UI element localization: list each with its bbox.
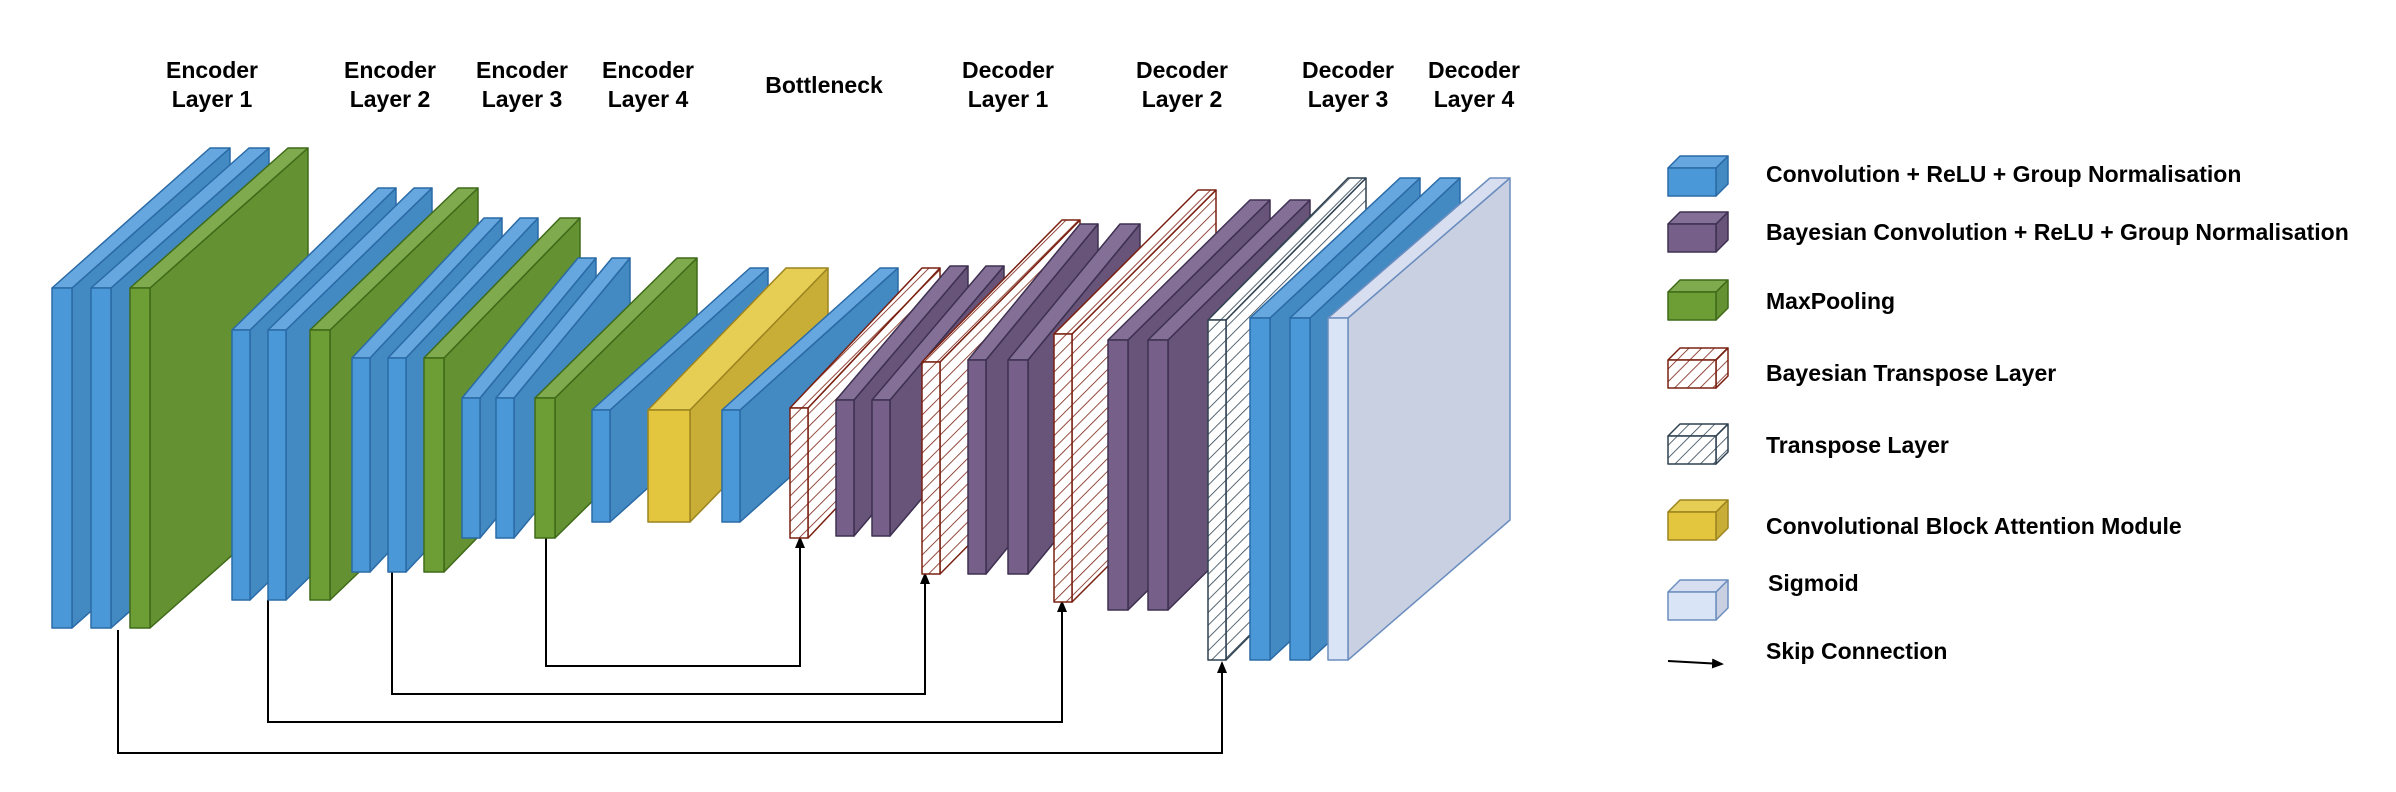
legend-icon-sigmoid — [1667, 579, 1729, 621]
bottleneck-conv-2-front-face — [721, 409, 741, 523]
legend-label-cbam: Convolutional Block Attention Module — [1766, 513, 2182, 539]
stage-label-bottleneck: Bottleneck — [765, 72, 883, 98]
enc1-conv-1-front-face — [51, 287, 73, 629]
dec3-bconv-2-front-face — [1147, 339, 1169, 611]
dec4-conv-2-front-face — [1289, 317, 1311, 661]
legend-icon-btrans — [1667, 347, 1729, 389]
legend-icon-cbam-front-face — [1667, 511, 1717, 541]
skip-connection-encoder-3 — [391, 570, 930, 695]
bottleneck-conv-1-front-face — [591, 409, 611, 523]
dec4-conv-1-front-face — [1249, 317, 1271, 661]
enc4-conv-2-front-face — [495, 397, 515, 539]
enc4-conv-1-front-face — [461, 397, 481, 539]
dec2-bconv-2-front-face — [1007, 359, 1029, 575]
legend-icon-btrans-front-face — [1667, 359, 1717, 389]
enc1-conv-2-front-face — [90, 287, 112, 629]
legend-icon-sigmoid-front-face — [1667, 591, 1717, 621]
dec1-btrans-front-face — [789, 407, 809, 539]
dec4-trans-front-face — [1207, 319, 1227, 661]
legend-label-conv: Convolution + ReLU + Group Normalisation — [1766, 161, 2241, 187]
legend-skip-arrow — [1667, 658, 1724, 669]
legend-icon-trans-front-face — [1667, 435, 1717, 465]
enc3-conv-2-front-face — [387, 357, 407, 573]
legend-icon-pool-front-face — [1667, 291, 1717, 321]
legend-icon-bconv-front-face — [1667, 223, 1717, 253]
legend-icons — [1667, 155, 1729, 621]
legend-icon-conv — [1667, 155, 1729, 197]
dec4-sigmoid-front-face — [1327, 317, 1349, 661]
enc2-conv-2-front-face — [267, 329, 287, 601]
dec3-bconv-1-front-face — [1107, 339, 1129, 611]
network-blocks — [51, 147, 1511, 661]
legend-icon-conv-front-face — [1667, 167, 1717, 197]
legend-label-bayesian-transpose: Bayesian Transpose Layer — [1766, 360, 2056, 386]
enc2-pool-front-face — [309, 329, 331, 601]
legend: Convolution + ReLU + Group Normalisation… — [1667, 155, 2349, 669]
legend-icon-bconv — [1667, 211, 1729, 253]
legend-icon-trans — [1667, 423, 1729, 465]
enc3-pool-front-face — [423, 357, 445, 573]
dec3-btrans-front-face — [1053, 333, 1073, 603]
skip-connection-encoder-1 — [117, 630, 1227, 754]
legend-label-skip-connection: Skip Connection — [1766, 638, 1947, 664]
skip-connection-encoder-2 — [267, 600, 1067, 723]
bottleneck-cbam-front-face — [647, 409, 691, 523]
legend-label-sigmoid: Sigmoid — [1768, 570, 1859, 596]
skip-connections — [117, 536, 1227, 754]
legend-icon-cbam — [1667, 499, 1729, 541]
dec1-bconv-2-front-face — [871, 399, 891, 537]
dec1-bconv-1-front-face — [835, 399, 855, 537]
dec2-bconv-1-front-face — [967, 359, 987, 575]
enc2-conv-1-front-face — [231, 329, 251, 601]
legend-label-bayesian-conv: Bayesian Convolution + ReLU + Group Norm… — [1766, 219, 2349, 245]
legend-label-maxpooling: MaxPooling — [1766, 288, 1895, 314]
enc1-pool-front-face — [129, 287, 151, 629]
dec4-sigmoid — [1327, 177, 1511, 661]
dec2-btrans-front-face — [921, 361, 941, 575]
enc4-pool-front-face — [534, 397, 556, 539]
legend-label-transpose: Transpose Layer — [1766, 432, 1949, 458]
enc3-conv-1-front-face — [351, 357, 371, 573]
legend-icon-pool — [1667, 279, 1729, 321]
skip-connection-encoder-4 — [545, 536, 805, 667]
